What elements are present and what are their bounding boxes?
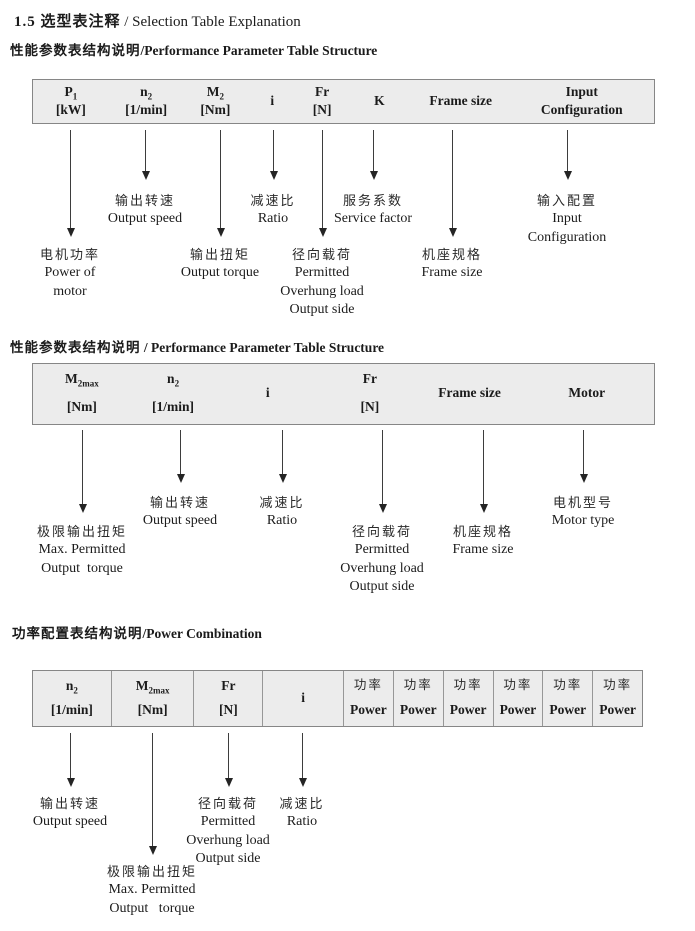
- section-3-heading-zh: 功率配置表结构说明: [12, 626, 143, 641]
- label-max-output-torque: 极限输出扭矩 Max. Permitted Output torque: [106, 864, 198, 916]
- column-motor: Motor: [568, 385, 606, 400]
- label-input-configuration: 输入配置 Input Configuration: [527, 193, 607, 245]
- arrowhead-icon: [563, 171, 572, 180]
- arrowhead-icon: [224, 778, 233, 787]
- column-power: 功率 Power: [392, 671, 443, 726]
- arrowhead-icon: [298, 778, 307, 787]
- arrowhead-icon: [78, 504, 87, 513]
- column-frame-size: Frame size: [438, 385, 501, 400]
- label-output-speed: 输出转速 Output speed: [32, 796, 108, 829]
- column-m2max: M2max [Nm]: [110, 671, 194, 726]
- column-frame-size: Frame size: [429, 93, 492, 108]
- column-fr: Fr [N]: [360, 371, 380, 414]
- page-title: 1.5 选型表注释 / Selection Table Explanation: [14, 10, 301, 31]
- column-k: K: [374, 93, 385, 108]
- label-overhung-load: 径向载荷 Permitted Overhung load Output side: [340, 524, 424, 594]
- label-service-factor: 服务系数 Service factor: [333, 193, 413, 226]
- performance-table-2-header: M2max [Nm] n2 [1/min] i Fr [N] Frame siz…: [32, 363, 655, 425]
- arrowhead-icon: [141, 171, 150, 180]
- column-i: i: [265, 385, 270, 400]
- arrowhead-icon: [369, 171, 378, 180]
- down-arrow: [378, 430, 387, 513]
- column-i: i: [262, 671, 343, 726]
- power-combination-table-header: n2 [1/min] M2max [Nm] Fr [N] i 功率 Power …: [32, 670, 643, 727]
- arrowhead-icon: [479, 504, 488, 513]
- page-title-en: / Selection Table Explanation: [124, 14, 301, 30]
- column-m2: M2 [Nm]: [200, 84, 231, 117]
- down-arrow: [448, 130, 457, 237]
- label-output-torque: 输出扭矩 Output torque: [180, 247, 260, 280]
- down-arrow: [78, 430, 87, 513]
- down-arrow: [579, 430, 588, 483]
- label-max-output-torque: 极限输出扭矩 Max. Permitted Output torque: [36, 524, 128, 576]
- arrowhead-icon: [448, 228, 457, 237]
- down-arrow: [176, 430, 185, 483]
- column-n2: n2 [1/min]: [152, 371, 195, 414]
- label-overhung-load: 径向载荷 Permitted Overhung load Output side: [186, 796, 270, 866]
- label-ratio: 减速比 Ratio: [259, 495, 305, 528]
- section-1-heading-en: /Performance Parameter Table Structure: [140, 43, 378, 58]
- arrowhead-icon: [378, 504, 387, 513]
- arrowhead-icon: [269, 171, 278, 180]
- label-frame-size: 机座规格 Frame size: [421, 247, 483, 280]
- arrowhead-icon: [216, 228, 225, 237]
- label-ratio: 减速比 Ratio: [250, 193, 296, 226]
- column-fr: Fr [N]: [312, 84, 332, 117]
- section-1-heading: 性能参数表结构说明/Performance Parameter Table St…: [10, 39, 377, 59]
- column-power: 功率 Power: [542, 671, 592, 726]
- down-arrow: [66, 130, 75, 237]
- arrowhead-icon: [148, 846, 157, 855]
- arrowhead-icon: [579, 474, 588, 483]
- down-arrow: [369, 130, 378, 180]
- arrowhead-icon: [278, 474, 287, 483]
- down-arrow: [563, 130, 572, 180]
- column-p1: P1 [kW]: [55, 84, 86, 117]
- down-arrow: [141, 130, 150, 180]
- label-power-of-motor: 电机功率 Power of motor: [39, 247, 101, 299]
- label-overhung-load: 径向载荷 Permitted Overhung load Output side: [280, 247, 364, 317]
- down-arrow: [479, 430, 488, 513]
- column-input-configuration: Input Configuration: [540, 84, 623, 117]
- section-3-heading: 功率配置表结构说明/Power Combination: [12, 622, 262, 642]
- label-ratio: 减速比 Ratio: [279, 796, 325, 829]
- arrowhead-icon: [66, 228, 75, 237]
- arrowhead-icon: [66, 778, 75, 787]
- column-power: 功率 Power: [492, 671, 543, 726]
- column-power: 功率 Power: [442, 671, 493, 726]
- arrowhead-icon: [318, 228, 327, 237]
- column-m2max: M2max [Nm]: [64, 371, 99, 414]
- section-1-heading-zh: 性能参数表结构说明: [10, 43, 141, 58]
- down-arrow: [278, 430, 287, 483]
- column-power: 功率 Power: [342, 671, 393, 726]
- column-i: i: [270, 93, 275, 108]
- label-output-speed: 输出转速 Output speed: [142, 495, 218, 528]
- label-motor-type: 电机型号 Motor type: [551, 495, 615, 528]
- performance-table-1-header: P1 [kW] n2 [1/min] M2 [Nm] i Fr [N] K Fr…: [32, 79, 655, 124]
- down-arrow: [66, 733, 75, 787]
- section-3-heading-en: /Power Combination: [142, 626, 262, 641]
- down-arrow: [298, 733, 307, 787]
- arrowhead-icon: [176, 474, 185, 483]
- column-n2: n2 [1/min]: [50, 678, 93, 717]
- label-output-speed: 输出转速 Output speed: [107, 193, 183, 226]
- down-arrow: [216, 130, 225, 237]
- page-title-zh: 1.5 选型表注释: [14, 14, 121, 30]
- label-frame-size: 机座规格 Frame size: [452, 524, 514, 557]
- section-2-heading: 性能参数表结构说明 / Performance Parameter Table …: [10, 336, 384, 356]
- down-arrow: [224, 733, 233, 787]
- down-arrow: [318, 130, 327, 237]
- down-arrow: [269, 130, 278, 180]
- column-fr: Fr [N]: [193, 671, 262, 726]
- section-2-heading-en: / Performance Parameter Table Structure: [143, 340, 385, 355]
- column-n2: n2 [1/min]: [125, 84, 168, 117]
- down-arrow: [148, 733, 157, 855]
- section-2-heading-zh: 性能参数表结构说明: [10, 340, 141, 355]
- column-power: 功率 Power: [592, 671, 642, 726]
